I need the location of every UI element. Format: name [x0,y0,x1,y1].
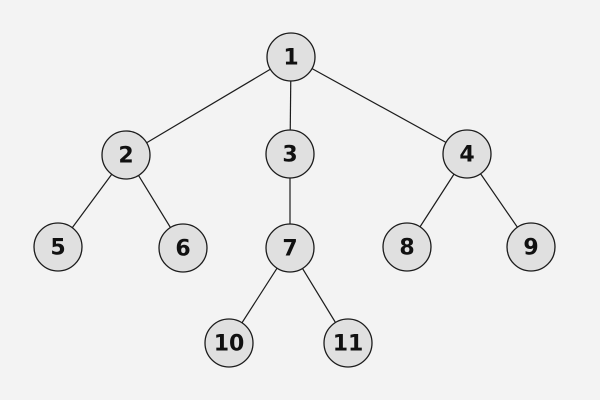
tree-node-circle-5 [33,222,83,272]
tree-node-10: 10 [204,318,254,368]
tree-node-circle-1 [266,32,316,82]
tree-node-7: 7 [265,223,315,273]
tree-node-1: 1 [266,32,316,82]
tree-node-circle-9 [506,222,556,272]
tree-nodes-layer: 1 2 3 4 5 6 7 8 9 10 11 [33,32,556,368]
tree-node-circle-6 [158,223,208,273]
tree-node-6: 6 [158,223,208,273]
tree-node-circle-4 [442,129,492,179]
tree-node-circle-11 [323,318,373,368]
tree-node-circle-7 [265,223,315,273]
tree-edges-layer [57,56,532,344]
tree-node-circle-8 [382,222,432,272]
tree-node-circle-3 [265,129,315,179]
tree-node-3: 3 [265,129,315,179]
tree-node-2: 2 [101,130,151,180]
tree-node-9: 9 [506,222,556,272]
tree-node-4: 4 [442,129,492,179]
tree-edge-1-4 [290,56,468,155]
tree-node-11: 11 [323,318,373,368]
tree-edge-1-2 [125,56,292,156]
tree-node-circle-10 [204,318,254,368]
tree-node-5: 5 [33,222,83,272]
tree-node-circle-2 [101,130,151,180]
tree-node-8: 8 [382,222,432,272]
